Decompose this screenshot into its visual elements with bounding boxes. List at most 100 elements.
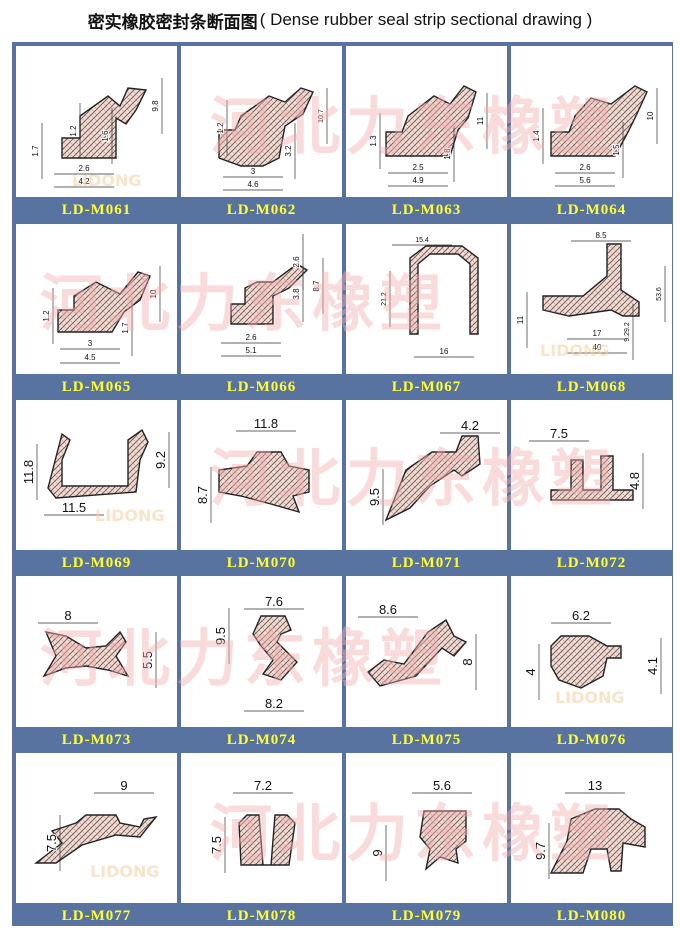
profile-drawing: 7.27.5 (208, 777, 296, 873)
model-code-label: LD-M076 (556, 731, 627, 748)
model-code-label: LD-M063 (391, 201, 462, 218)
model-code-label: LD-M067 (391, 378, 462, 395)
dimension-value: 4 (523, 668, 538, 675)
dimension-value: 9.7 (533, 842, 548, 860)
profile-drawing: 4.29.5 (366, 417, 500, 525)
seal-profile-shape (366, 618, 468, 687)
profile-drawing: 7.54.8 (529, 425, 644, 509)
model-code-label: LD-M066 (226, 378, 297, 395)
dimension-value: 53.6 (656, 287, 663, 301)
dimension-value: 1.2 (69, 125, 78, 137)
dimension-value: 7.2 (254, 778, 272, 793)
dimension-value: 3.2 (284, 145, 293, 157)
dimension-value: 1.7 (31, 145, 40, 157)
seal-profile-shape (409, 245, 479, 335)
model-code-label: LD-M073 (61, 731, 132, 748)
seal-profile-shape (385, 85, 477, 157)
dimension-value: 1.7 (121, 322, 130, 334)
dimension-value: 9 (120, 778, 127, 793)
dimension-value: 4.2 (78, 177, 90, 186)
dimension-value: 13 (588, 778, 602, 793)
dimension-value: 5.1 (245, 346, 257, 355)
dimension-value: 11 (476, 116, 485, 125)
dimension-value: 5.5 (140, 651, 155, 669)
dimension-value: 1.2 (216, 122, 225, 134)
dimension-value: 8.2 (265, 696, 283, 711)
profile-drawing: 85.5 (38, 607, 157, 688)
dimension-value: 11.8 (254, 416, 278, 431)
seal-profile-shape (549, 808, 646, 874)
dimension-value: 40 (593, 343, 602, 352)
model-code-label: LD-M075 (391, 731, 462, 748)
dimension-value: 9.8 (151, 100, 160, 112)
dimension-value: 8 (460, 658, 475, 665)
seal-profile-shape (384, 435, 481, 522)
dimension-value: 1.8 (443, 148, 452, 160)
dimension-value: 4.5 (84, 353, 96, 362)
dimension-value: 7.6 (265, 594, 283, 609)
seal-profile-shape (61, 87, 148, 159)
dimension-value: 3.8 (292, 288, 301, 300)
model-code-label: LD-M065 (61, 378, 132, 395)
dimension-value: 5.6 (433, 778, 451, 793)
drawing-cell: 2.6 3.8 8.7 2.6 5.1 (181, 224, 342, 374)
dimension-value: 3 (88, 339, 93, 348)
dimension-value: 2.6 (579, 163, 591, 172)
model-code-label: LD-M077 (61, 907, 132, 924)
seal-profile-shape (218, 87, 314, 167)
model-code-label: LD-M068 (556, 378, 627, 395)
profile-drawing: 15.421.216 (380, 236, 479, 358)
dimension-value: 8.6 (379, 602, 397, 617)
model-code-label: LD-M078 (226, 907, 297, 924)
dimension-value: 8.7 (195, 486, 210, 504)
dimension-value: 2.6 (292, 256, 301, 268)
dimension-value: 8.7 (312, 280, 321, 292)
seal-profile-shape (419, 810, 467, 871)
seal-profile-shape (218, 451, 310, 514)
dimension-value: 2.5 (412, 163, 424, 172)
seal-profile-shape (252, 615, 298, 681)
seal-profile-shape (230, 263, 309, 325)
model-code-label: LD-M069 (61, 554, 132, 571)
dimension-value: 8 (64, 608, 71, 623)
seal-profile-shape (550, 455, 634, 501)
model-code-label: LD-M064 (556, 201, 627, 218)
dimension-value: 21.2 (381, 292, 388, 306)
dimension-value: 2.6 (245, 333, 257, 342)
model-code-label: LD-M074 (226, 731, 297, 748)
dimension-value: 16 (440, 347, 449, 356)
title-chinese: 密实橡胶密封条断面图 (87, 12, 258, 32)
page-title: 密实橡胶密封条断面图 ( Dense rubber seal strip sec… (0, 0, 680, 40)
model-code-label: LD-M062 (226, 201, 297, 218)
dimension-value: 4.2 (461, 418, 479, 433)
profile-drawing: 8.68 (358, 601, 477, 690)
seal-profile-shape (542, 243, 640, 317)
model-code-label: LD-M080 (556, 907, 627, 924)
dimension-value: 11.8 (21, 460, 36, 484)
dimension-value: 8.5 (595, 231, 607, 240)
dimension-value: 9.2 (153, 451, 168, 469)
dimension-value: 10.7 (318, 109, 325, 123)
seal-profile-shape (238, 814, 296, 866)
dimension-value: 5.6 (579, 176, 591, 185)
seal-profile-shape (57, 271, 151, 333)
profile-drawing: 2.6 3.8 8.7 2.6 5.1 (221, 234, 324, 357)
model-code-label: LD-M070 (226, 554, 297, 571)
